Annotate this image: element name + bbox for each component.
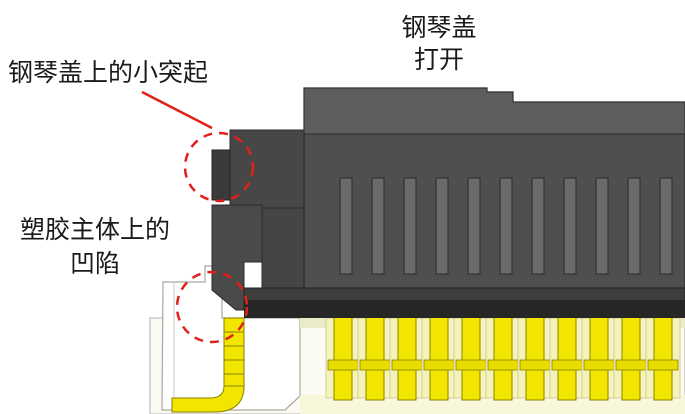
recess-callout-circle bbox=[175, 270, 249, 344]
cover-finger bbox=[595, 177, 609, 275]
contact-lower bbox=[333, 309, 353, 401]
cover-finger bbox=[403, 177, 417, 275]
cover-fingers bbox=[339, 177, 673, 275]
contact-shoulder bbox=[391, 359, 423, 371]
bump-callout-line bbox=[141, 90, 213, 130]
cover-bump-label: 钢琴盖上的小突起 bbox=[8, 58, 209, 87]
contact-shoulder bbox=[647, 359, 679, 371]
cover-finger bbox=[371, 177, 385, 275]
cover-finger bbox=[659, 177, 673, 275]
contact-shoulder bbox=[359, 359, 391, 371]
contact-shoulder bbox=[551, 359, 583, 371]
housing-recess-label-line1: 塑胶主体上的 bbox=[19, 215, 170, 244]
contact-shoulder bbox=[455, 359, 487, 371]
contact-lower bbox=[589, 309, 609, 401]
bump-callout-circle bbox=[183, 131, 255, 203]
contact-shoulder bbox=[487, 359, 519, 371]
contact-lower bbox=[653, 309, 673, 401]
cover-finger bbox=[435, 177, 449, 275]
cover-finger bbox=[627, 177, 641, 275]
contact-lower bbox=[493, 309, 513, 401]
cover-open-label-line2: 打开 bbox=[413, 45, 464, 74]
contact-shoulder bbox=[519, 359, 551, 371]
piano-cover bbox=[211, 87, 685, 318]
cover-finger bbox=[499, 177, 513, 275]
contact-lower bbox=[365, 309, 385, 401]
contact-shoulder bbox=[423, 359, 455, 371]
contact-lower bbox=[621, 309, 641, 401]
contact-shoulder bbox=[615, 359, 647, 371]
contact-lower bbox=[429, 309, 449, 401]
contact-shoulder bbox=[583, 359, 615, 371]
contact-shoulder bbox=[327, 359, 359, 371]
contact-lower bbox=[461, 309, 481, 401]
cover-finger bbox=[531, 177, 545, 275]
contact-lower bbox=[557, 309, 577, 401]
contact-lower bbox=[525, 309, 545, 401]
cover-open-label-line1: 钢琴盖 bbox=[401, 13, 477, 42]
cover-finger bbox=[339, 177, 353, 275]
housing-recess-label-line2: 凹陷 bbox=[69, 249, 120, 278]
cover-finger bbox=[467, 177, 481, 275]
contact-lower bbox=[397, 309, 417, 401]
left-contact-lead bbox=[171, 317, 245, 413]
cover-finger bbox=[563, 177, 577, 275]
